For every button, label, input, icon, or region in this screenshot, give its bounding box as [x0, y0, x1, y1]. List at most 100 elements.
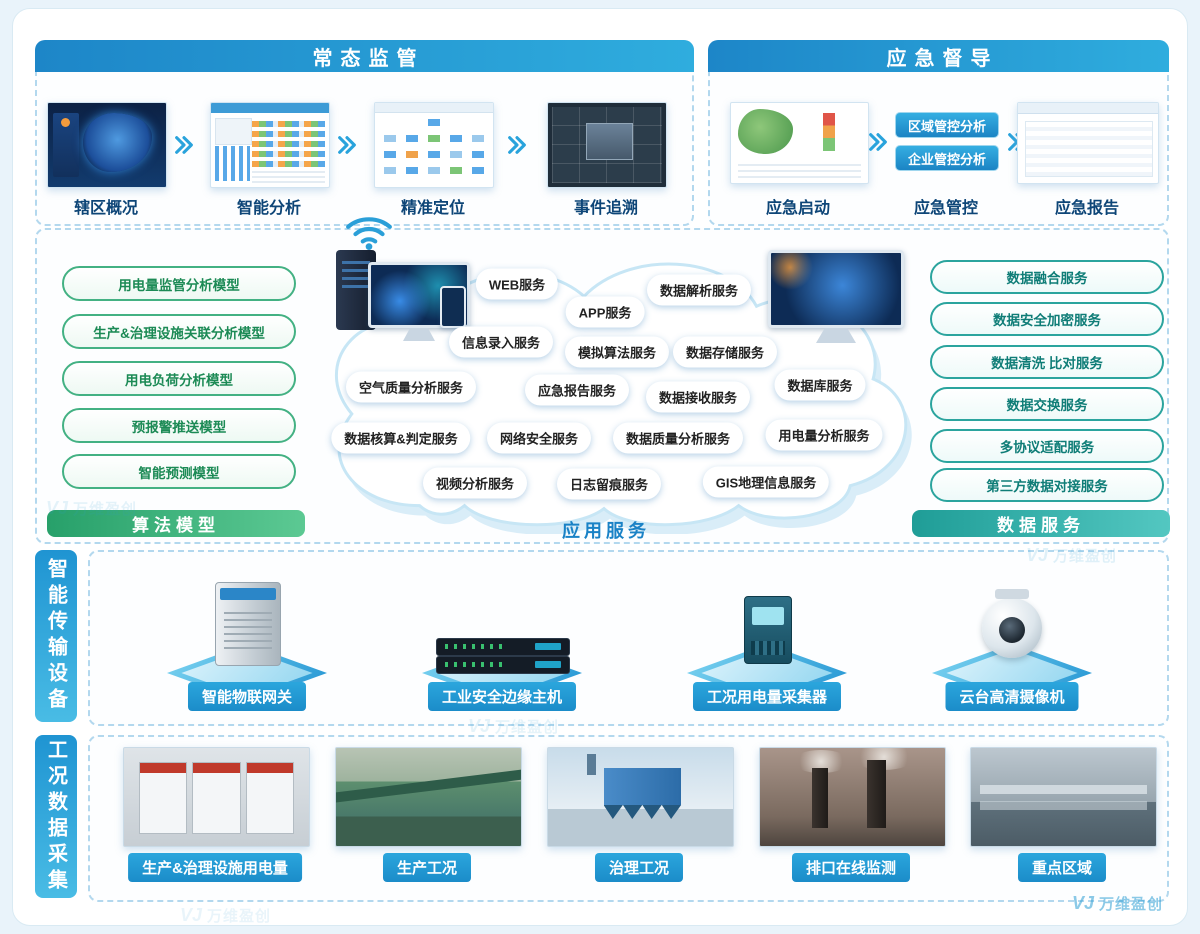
cabinet-graphic — [192, 761, 241, 835]
algorithm-model-pill: 用电负荷分析模型 — [62, 361, 296, 396]
service-pill: APP服务 — [565, 296, 645, 328]
thumbnail-emergency-report — [1017, 102, 1159, 184]
watermark: VJ 万维盈创 — [468, 716, 559, 737]
panel-emergency-header: 应急督导 — [708, 40, 1169, 72]
ptz-camera-illustration — [982, 589, 1042, 658]
dust-collector-graphic — [603, 767, 682, 805]
service-pill: 模拟算法服务 — [564, 336, 670, 368]
device-label: 工况用电量采集器 — [692, 682, 842, 711]
wifi-icon — [346, 217, 392, 250]
application-services-title: 应用服务 — [562, 521, 650, 541]
header-graphic — [211, 103, 329, 113]
thumbnail-precise-location — [374, 102, 494, 188]
service-pill: 视频分析服务 — [422, 467, 528, 499]
data-service-pill: 数据交换服务 — [930, 387, 1164, 421]
algorithm-model-pill: 预报警推送模型 — [62, 408, 296, 443]
application-services-cloud: WEB服务 APP服务 数据解析服务 信息录入服务 模拟算法服务 数据存储服务 … — [300, 217, 918, 534]
watermark-logo-icon: VJ — [180, 905, 203, 925]
iot-gateway-illustration — [215, 582, 281, 666]
step-label: 应急管控 — [913, 200, 979, 217]
status-bar-graphic — [822, 112, 836, 151]
panel-graphic — [52, 113, 79, 177]
watermark-logo-icon: VJ — [1072, 893, 1095, 913]
watermark: VJ 万维盈创 — [46, 498, 137, 519]
device-label: 工业安全边缘主机 — [427, 682, 577, 711]
region-control-analysis-button: 区域管控分析 — [895, 112, 999, 138]
power-collector-illustration — [744, 596, 792, 664]
panel-emergency-supervision: 应急督导 区域管控分析 企业管控分析 应急启动 应急管控 应急报告 — [708, 40, 1169, 226]
service-pill: 数据解析服务 — [646, 274, 752, 306]
service-pill: 数据存储服务 — [672, 336, 778, 368]
thumbnail-district-overview — [47, 102, 167, 188]
bar-chart-graphic — [215, 145, 251, 181]
step-label: 智能分析 — [236, 200, 302, 217]
algorithm-model-pill: 智能预测模型 — [62, 454, 296, 489]
watermark-logo-icon: VJ — [468, 716, 491, 736]
device-label: 云台高清摄像机 — [945, 682, 1079, 711]
service-pill: 用电量分析服务 — [765, 419, 883, 451]
thumbnail-emergency-start — [730, 102, 869, 184]
service-pill: 网络安全服务 — [486, 422, 592, 454]
device-label: 智能物联网关 — [187, 682, 307, 711]
watermark-text: 万维盈创 — [73, 501, 138, 518]
arrow-icon — [869, 133, 887, 151]
smoke-graphic — [793, 749, 849, 774]
watermark-text: 万维盈创 — [207, 908, 272, 925]
panel-platform: 用电量监管分析模型 生产&治理设施关联分析模型 用电负荷分析模型 预报警推送模型… — [35, 217, 1170, 544]
step-label: 应急报告 — [1054, 200, 1120, 217]
arrow-icon — [175, 136, 193, 154]
phone-illustration — [440, 286, 466, 328]
photo-label: 生产工况 — [382, 853, 472, 882]
table-graphic — [1025, 120, 1153, 177]
video-tile-graphic — [585, 123, 633, 161]
arrow-icon — [338, 136, 356, 154]
step-label: 辖区概况 — [73, 200, 139, 217]
algorithm-model-pill: 用电量监管分析模型 — [62, 266, 296, 301]
cabinet-graphic — [246, 761, 295, 835]
photo-production-site — [335, 747, 522, 847]
header-graphic — [375, 103, 493, 113]
data-service-pill: 数据融合服务 — [930, 260, 1164, 294]
photo-label: 生产&治理设施用电量 — [128, 853, 302, 882]
data-service-pill: 数据安全加密服务 — [930, 302, 1164, 336]
panel-graphic — [215, 118, 253, 146]
collection-section-label: 工况数据采集 — [35, 735, 77, 898]
photo-key-area — [970, 747, 1157, 847]
devices-section-label: 智能传输设备 — [35, 550, 77, 722]
photo-label: 排口在线监测 — [791, 853, 911, 882]
panel-data-collection: 生产&治理设施用电量 生产工况 治理工况 排口在线监测 重点区域 — [88, 735, 1169, 902]
watermark-text: 万维盈创 — [1053, 548, 1118, 565]
panel-normal-supervision: 常态监管 辖区概况 智能分析 精准定位 事件追溯 — [35, 40, 694, 226]
step-label: 事件追溯 — [573, 200, 639, 217]
photo-label: 重点区域 — [1017, 853, 1107, 882]
org-tree-graphic — [428, 119, 440, 126]
data-services-bar: 数据服务 — [912, 510, 1170, 537]
service-pill: 数据接收服务 — [645, 381, 751, 413]
watermark-logo-icon: VJ — [46, 498, 69, 518]
photo-treatment-facility — [547, 747, 734, 847]
map-graphic — [83, 113, 152, 172]
photo-label: 治理工况 — [594, 853, 684, 882]
service-pill: 应急报告服务 — [524, 374, 630, 406]
photo-power-cabinets — [123, 747, 310, 847]
arrow-icon — [508, 136, 526, 154]
thumbnail-intelligent-analysis — [210, 102, 330, 188]
chimney-graphic — [811, 767, 829, 829]
panel-normal-header: 常态监管 — [35, 40, 694, 72]
service-pill: 数据库服务 — [774, 369, 866, 401]
service-pill: 日志留痕服务 — [556, 468, 662, 500]
watermark: VJ 万维盈创 — [1026, 545, 1117, 566]
conveyor-graphic — [336, 767, 521, 805]
photo-outlet-monitoring — [759, 747, 946, 847]
heatmap-graphic — [251, 118, 325, 167]
map-graphic — [737, 109, 793, 155]
algorithm-model-pill: 生产&治理设施关联分析模型 — [62, 314, 296, 349]
service-pill: GIS地理信息服务 — [702, 466, 830, 498]
table-graphic — [251, 171, 325, 183]
service-pill: 数据核算&判定服务 — [331, 422, 471, 454]
table-graphic — [737, 160, 862, 179]
watermark: VJ 万维盈创 — [180, 905, 271, 926]
data-service-pill: 第三方数据对接服务 — [930, 468, 1164, 502]
thumbnail-event-trace — [547, 102, 667, 188]
